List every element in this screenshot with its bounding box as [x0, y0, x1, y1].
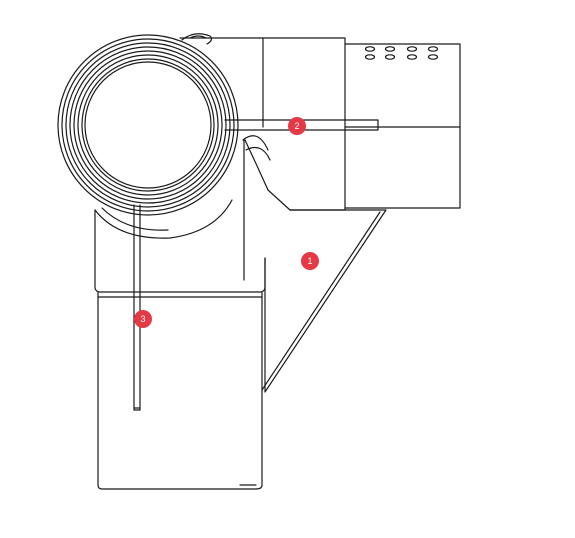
callout-1-label: 1: [307, 256, 312, 266]
callout-1: 1: [301, 252, 319, 270]
callout-2: 2: [288, 117, 306, 135]
angled-flange: [242, 135, 271, 161]
callout-3-marker: [134, 310, 152, 328]
vent-holes: [364, 46, 439, 60]
lens-assembly: [57, 34, 239, 216]
callout-1-marker: [301, 252, 319, 270]
callout-2-marker: [288, 117, 306, 135]
top-bump: [181, 33, 213, 45]
vented-cylinder: [344, 43, 461, 209]
support-brace: [261, 209, 387, 393]
lower-handle: [94, 209, 266, 490]
callout-2-label: 2: [294, 121, 299, 131]
callout-3-label: 3: [140, 314, 145, 324]
leader-line-3: [133, 204, 141, 411]
callout-3: 3: [134, 310, 152, 328]
arm-curve: [94, 199, 233, 239]
